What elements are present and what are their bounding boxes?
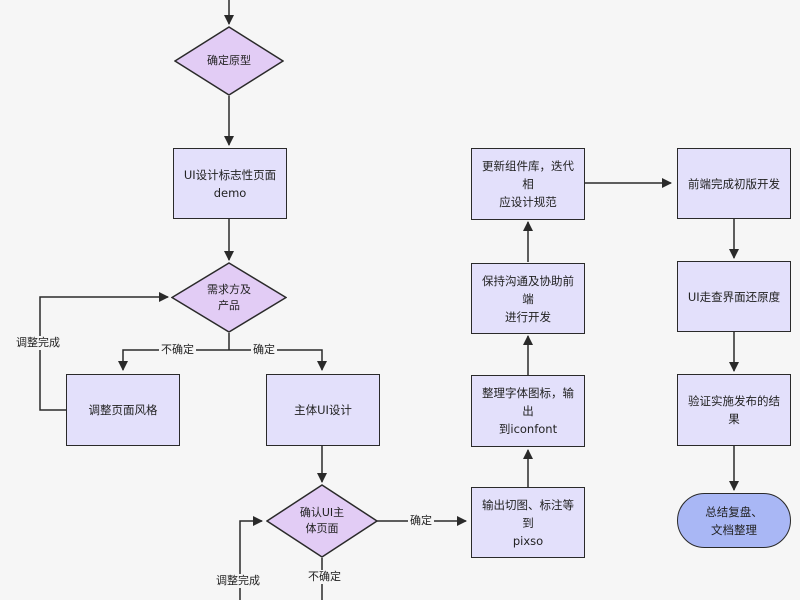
process-adjust-style: 调整页面风格 xyxy=(66,374,180,446)
edge-label-confirmed-2: 确定 xyxy=(408,514,434,528)
process-label: 调整页面风格 xyxy=(88,403,158,417)
decision-confirm-prototype: 确定原型 xyxy=(174,26,284,96)
process-keep-communication: 保持沟通及协助前端 进行开发 xyxy=(471,263,585,334)
edge-label-confirmed-1: 确定 xyxy=(251,343,277,357)
connector-adjust-loop-2 xyxy=(239,516,263,600)
decision-confirm-main-ui: 确认UI主 体页面 xyxy=(266,484,378,558)
decision-demand-product: 需求方及 产品 xyxy=(171,262,287,333)
process-main-ui-design: 主体UI设计 xyxy=(266,374,380,446)
process-ui-check: UI走查界面还原度 xyxy=(677,261,791,332)
process-verify-release: 验证实施发布的结果 xyxy=(677,374,791,446)
process-update-components: 更新组件库，迭代相 应设计规范 xyxy=(471,148,585,220)
edge-label-not-confirmed-1: 不确定 xyxy=(159,343,196,357)
diamond-shape xyxy=(174,26,284,96)
connector-adjust-loop-1 xyxy=(39,292,169,411)
process-organize-fonts: 整理字体图标，输出 到iconfont xyxy=(471,375,585,447)
decision-label: 确认UI主 体页面 xyxy=(299,506,345,535)
process-label: 主体UI设计 xyxy=(294,403,352,417)
diamond-shape xyxy=(266,484,378,558)
terminal-summary: 总结复盘、 文档整理 xyxy=(677,493,791,548)
decision-label: 需求方及 产品 xyxy=(207,282,251,312)
process-export-slices: 输出切图、标注等到 pixso xyxy=(471,487,585,558)
edge-label-not-confirmed-2: 不确定 xyxy=(306,570,343,584)
process-label: 输出切图、标注等到 pixso xyxy=(482,497,574,548)
process-label: UI走查界面还原度 xyxy=(687,289,781,304)
edge-label-adjust-done-2: 调整完成 xyxy=(214,574,262,588)
process-ui-design-demo: UI设计标志性页面 demo xyxy=(173,148,287,219)
process-label: 验证实施发布的结果 xyxy=(688,394,780,426)
process-label: 整理字体图标，输出 到iconfont xyxy=(482,386,574,436)
decision-label: 确定原型 xyxy=(207,54,251,67)
process-label: 前端完成初版开发 xyxy=(688,176,780,191)
process-label: 保持沟通及协助前端 进行开发 xyxy=(482,273,574,324)
process-label: UI设计标志性页面 demo xyxy=(183,167,277,200)
terminal-label: 总结复盘、 文档整理 xyxy=(705,504,763,537)
edge-label-adjust-done-1: 调整完成 xyxy=(14,336,62,350)
diamond-shape xyxy=(171,262,287,333)
process-label: 更新组件库，迭代相 应设计规范 xyxy=(482,159,574,209)
process-frontend-first-version: 前端完成初版开发 xyxy=(677,148,791,219)
